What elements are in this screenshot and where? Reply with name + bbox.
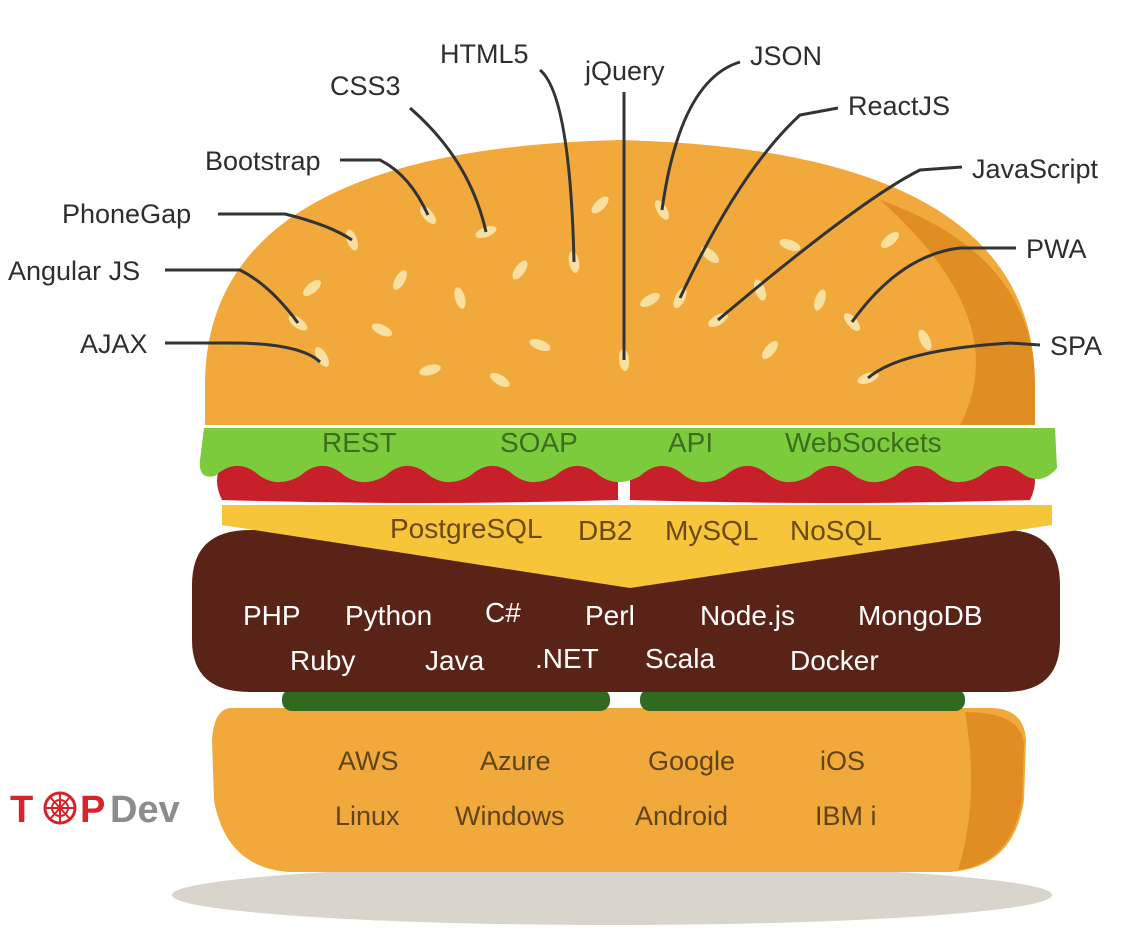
- label-ajax: AJAX: [80, 329, 148, 359]
- label-websockets: WebSockets: [785, 427, 942, 458]
- label-php: PHP: [243, 600, 301, 631]
- tomato-right: [630, 462, 1035, 503]
- burger-shadow: [172, 865, 1052, 925]
- label-html5: HTML5: [440, 39, 529, 69]
- topdev-logo: T P Dev: [10, 789, 180, 831]
- label-css3: CSS3: [330, 71, 401, 101]
- cheese-labels: PostgreSQL DB2 MySQL NoSQL: [390, 513, 882, 546]
- label-javascript: JavaScript: [972, 154, 1099, 184]
- label-google: Google: [648, 746, 735, 776]
- label-nodejs: Node.js: [700, 600, 795, 631]
- label-ruby: Ruby: [290, 645, 355, 676]
- label-json: JSON: [750, 41, 822, 71]
- label-mysql: MySQL: [665, 515, 758, 546]
- label-bootstrap: Bootstrap: [205, 146, 321, 176]
- callout-lines: [165, 60, 1041, 380]
- patty: [192, 530, 1060, 692]
- label-db2: DB2: [578, 515, 632, 546]
- logo-letter-p: P: [80, 789, 105, 831]
- label-api: API: [668, 427, 713, 458]
- logo-letter-t: T: [10, 789, 33, 831]
- label-angular-js: Angular JS: [8, 256, 140, 286]
- top-bun-shade: [880, 200, 1035, 425]
- label-perl: Perl: [585, 600, 635, 631]
- label-java: Java: [425, 645, 485, 676]
- label-csharp: C#: [485, 597, 521, 628]
- label-mongodb: MongoDB: [858, 600, 983, 631]
- label-python: Python: [345, 600, 432, 631]
- label-docker: Docker: [790, 645, 879, 676]
- top-bun-labels: AJAX Angular JS PhoneGap Bootstrap CSS3 …: [8, 39, 1102, 361]
- label-azure: Azure: [480, 746, 551, 776]
- top-bun: [205, 140, 1035, 425]
- pickle-right: [640, 689, 965, 711]
- label-android: Android: [635, 801, 728, 831]
- label-pwa: PWA: [1026, 234, 1087, 264]
- logo-dev: Dev: [110, 789, 180, 831]
- label-nosql: NoSQL: [790, 515, 882, 546]
- globe-icon: [43, 791, 77, 825]
- label-jquery: jQuery: [584, 56, 665, 86]
- label-rest: REST: [322, 427, 397, 458]
- patty-labels: PHP Python C# Perl Node.js MongoDB Ruby …: [243, 597, 983, 676]
- label-spa: SPA: [1050, 331, 1102, 361]
- lettuce-labels: REST SOAP API WebSockets: [322, 427, 942, 458]
- bottom-bun-labels: AWS Azure Google iOS Linux Windows Andro…: [335, 746, 877, 831]
- lettuce: [199, 428, 1057, 483]
- pickle-left: [282, 689, 610, 711]
- cheese: [222, 505, 1052, 588]
- label-postgresql: PostgreSQL: [390, 513, 543, 544]
- label-soap: SOAP: [500, 427, 578, 458]
- label-dotnet: .NET: [535, 643, 599, 674]
- label-linux: Linux: [335, 801, 400, 831]
- label-ibm-i: IBM i: [815, 801, 877, 831]
- label-ios: iOS: [820, 746, 865, 776]
- bottom-bun: [212, 708, 1026, 872]
- label-scala: Scala: [645, 643, 715, 674]
- bottom-bun-shade: [958, 712, 1024, 870]
- label-windows: Windows: [455, 801, 565, 831]
- label-reactjs: ReactJS: [848, 91, 950, 121]
- label-aws: AWS: [338, 746, 399, 776]
- label-phonegap: PhoneGap: [62, 199, 191, 229]
